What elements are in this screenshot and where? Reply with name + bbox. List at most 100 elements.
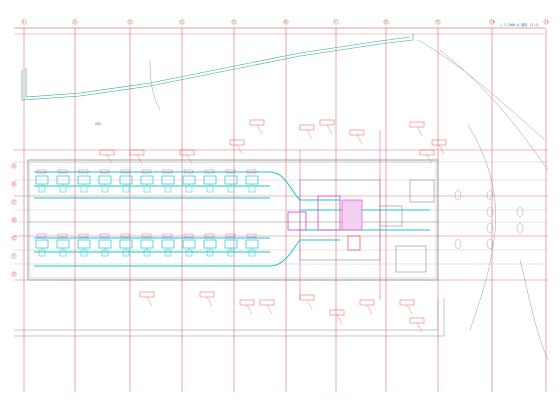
column-label: 6 xyxy=(285,20,287,24)
unit-tag xyxy=(225,233,236,238)
callout-box xyxy=(199,291,215,298)
grid-bubble xyxy=(383,19,389,25)
area-note: XXX xyxy=(95,122,101,126)
grid-bubble xyxy=(72,19,78,25)
air-diffuser xyxy=(206,185,214,193)
callout-box xyxy=(299,294,315,301)
air-diffuser xyxy=(59,249,67,257)
callout-box xyxy=(409,121,425,128)
column-label: 10 xyxy=(491,20,495,24)
column-ellipse xyxy=(454,239,462,249)
row-label: E xyxy=(13,236,15,240)
callout-leader xyxy=(306,129,313,140)
column-label: 2 xyxy=(74,20,76,24)
callout-leader xyxy=(366,304,373,315)
callout-leader xyxy=(326,124,333,135)
air-diffuser xyxy=(59,185,67,193)
callout-leader xyxy=(336,314,343,325)
fan-coil-unit xyxy=(161,239,175,249)
row-bubble xyxy=(11,253,17,259)
callout-box xyxy=(299,124,315,131)
callout-leader xyxy=(206,296,213,307)
unit-tag xyxy=(141,169,152,174)
building-outline xyxy=(27,159,439,281)
callout-box xyxy=(399,299,415,306)
column-label: 7 xyxy=(335,20,337,24)
callout-leader xyxy=(236,144,243,155)
callout-box xyxy=(349,129,365,136)
callout-leader xyxy=(186,154,193,165)
callout-leader xyxy=(416,322,423,333)
callout-leader xyxy=(146,296,153,307)
air-diffuser xyxy=(185,185,193,193)
row-label: B xyxy=(13,182,15,186)
column-label: 3 xyxy=(129,20,131,24)
row-bubble xyxy=(11,199,17,205)
row-label: G xyxy=(13,272,15,276)
exterior-columns xyxy=(454,190,524,249)
column-ellipse xyxy=(486,239,494,249)
unit-tag xyxy=(141,233,152,238)
unit-tag xyxy=(225,169,236,174)
callout-leader xyxy=(136,154,143,165)
fan-coil-unit xyxy=(56,239,70,249)
landscape-curves xyxy=(149,39,549,361)
callout-notes xyxy=(99,119,447,333)
air-diffuser xyxy=(143,185,151,193)
fan-coil-unit xyxy=(98,239,112,249)
unit-tag xyxy=(204,233,215,238)
callout-leader xyxy=(416,126,423,137)
unit-tag xyxy=(78,169,89,174)
fan-coil-unit xyxy=(245,239,259,249)
grid-bubble xyxy=(489,19,495,25)
fan-coil-unit xyxy=(140,239,154,249)
row-bubble xyxy=(11,217,17,223)
fan-coil-unit xyxy=(224,239,238,249)
air-diffuser xyxy=(164,249,172,257)
callout-leader xyxy=(426,154,433,165)
callout-box xyxy=(249,119,265,126)
callout-box xyxy=(409,317,425,324)
callout-leader xyxy=(406,304,413,315)
mechanical-core xyxy=(287,130,435,300)
air-diffuser xyxy=(206,249,214,257)
unit-tag xyxy=(57,169,68,174)
unit-tag xyxy=(183,233,194,238)
air-diffuser xyxy=(248,249,256,257)
callout-box xyxy=(229,139,245,146)
callout-box xyxy=(259,299,275,306)
fan-coil-unit xyxy=(203,239,217,249)
callout-leader xyxy=(256,124,263,135)
row-label: C xyxy=(13,200,15,204)
fan-coil-unit xyxy=(35,239,49,249)
air-diffuser xyxy=(101,249,109,257)
unit-tag xyxy=(99,233,110,238)
unit-tag xyxy=(246,233,257,238)
callout-leader xyxy=(266,304,273,315)
air-diffuser xyxy=(80,249,88,257)
callout-box xyxy=(99,149,115,156)
unit-tag xyxy=(120,169,131,174)
fan-coil-unit xyxy=(182,239,196,249)
callout-box xyxy=(431,139,447,146)
column-label: 5 xyxy=(233,20,235,24)
callout-leader xyxy=(246,304,253,315)
unit-tag xyxy=(246,169,257,174)
air-diffuser xyxy=(122,249,130,257)
air-diffuser xyxy=(185,249,193,257)
callout-box xyxy=(359,299,375,306)
callout-leader xyxy=(438,144,445,155)
callout-box xyxy=(129,149,145,156)
grid-bubble xyxy=(127,19,133,25)
column-ellipse xyxy=(486,207,494,217)
grid-bubble xyxy=(21,19,27,25)
grid-bubble xyxy=(543,19,549,25)
callout-box xyxy=(319,119,335,126)
unit-tag xyxy=(120,233,131,238)
callout-box xyxy=(139,291,155,298)
unit-tag xyxy=(36,233,47,238)
site-boundary xyxy=(21,34,414,101)
grid-bubble xyxy=(333,19,339,25)
